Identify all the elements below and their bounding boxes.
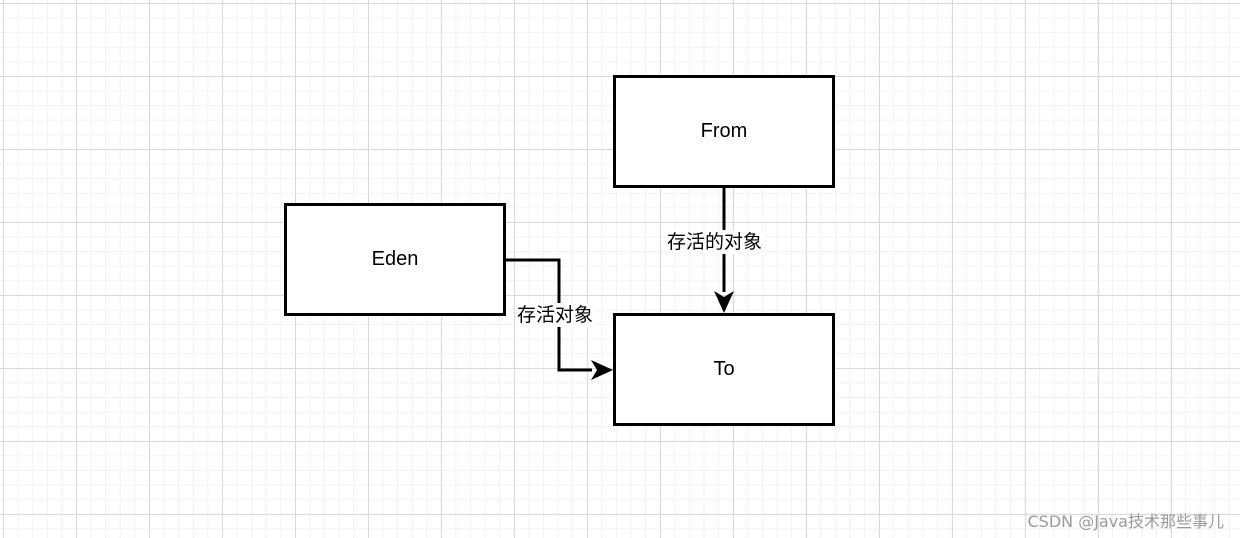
watermark-text: CSDN @Java技术那些事儿 [1027, 512, 1224, 531]
arrowhead-eden-to [591, 360, 613, 380]
node-eden-label: Eden [371, 248, 419, 270]
edge-label-eden-to: 存活对象 [516, 303, 595, 327]
edge-label-from-to: 存活的对象 [666, 230, 764, 254]
node-eden[interactable]: Eden [284, 203, 506, 316]
node-to-label: To [713, 358, 735, 380]
arrowhead-from-to [714, 291, 734, 313]
node-to[interactable]: To [613, 313, 835, 426]
node-from[interactable]: From [613, 75, 835, 188]
node-from-label: From [700, 120, 748, 142]
